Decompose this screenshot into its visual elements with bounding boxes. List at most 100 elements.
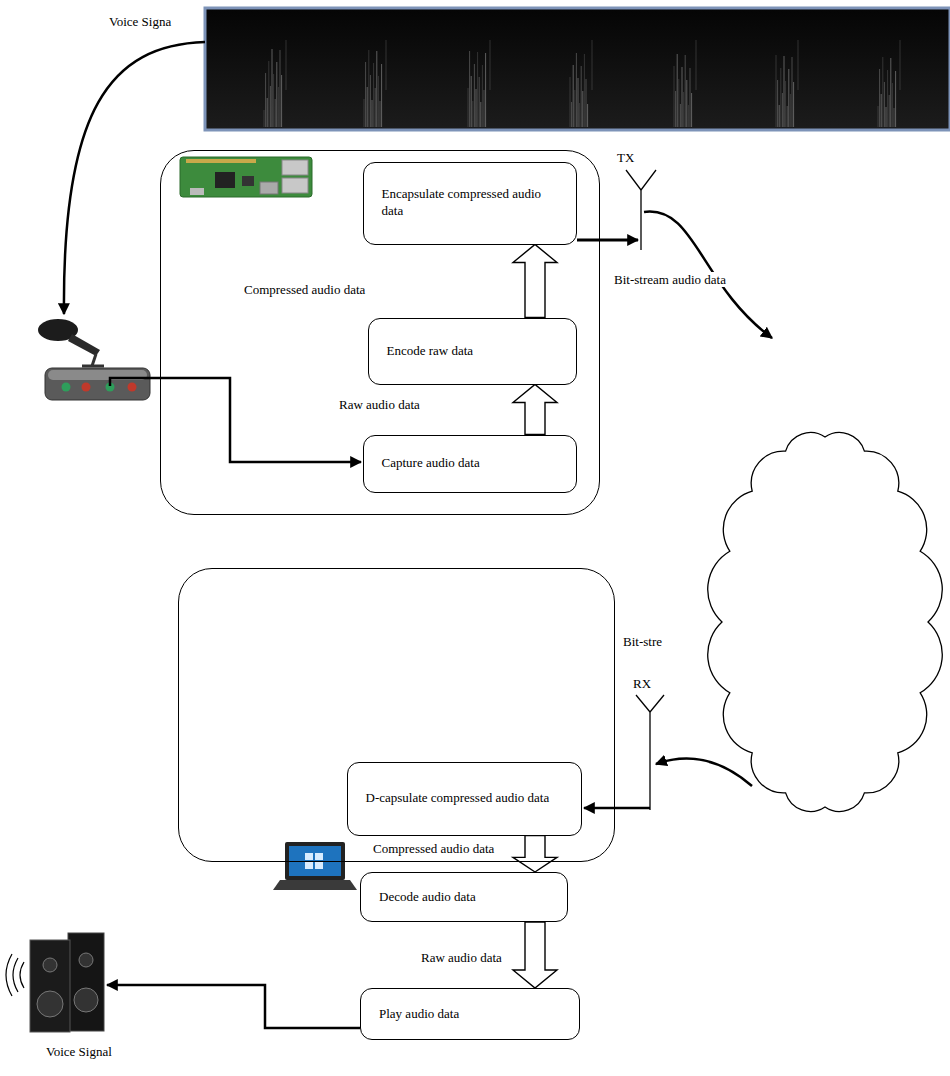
antenna-arm xyxy=(641,170,656,190)
tweeter xyxy=(79,953,93,967)
spectrogram-streak xyxy=(592,40,593,90)
signal-label: Voice Signa xyxy=(108,14,172,29)
spectrogram-streak xyxy=(264,110,265,127)
spectrogram-streak xyxy=(482,65,483,127)
spectrogram-streak xyxy=(386,40,387,90)
spectrogram-streak xyxy=(674,66,675,127)
data-label: Compressed audio data xyxy=(243,282,366,297)
box-text: Capture audio data xyxy=(382,455,480,472)
laptop-base xyxy=(273,880,357,890)
box-text: Encode raw data xyxy=(387,343,474,360)
spectrogram-streak xyxy=(370,75,371,127)
spectrogram-streak xyxy=(788,69,789,127)
ethernet-port xyxy=(260,182,278,194)
process-box: Encode raw data xyxy=(368,318,577,385)
spectrogram-streak xyxy=(270,86,271,127)
spectrogram-streak xyxy=(378,76,379,127)
mic-stand xyxy=(82,365,104,368)
spectrogram-streak xyxy=(900,40,901,90)
spectrogram-streak xyxy=(682,67,683,127)
spectrogram-streak xyxy=(784,56,785,127)
device-container: D-capsulate compressed audio data xyxy=(178,568,615,862)
audio-jack xyxy=(128,383,137,392)
spectrogram-streak xyxy=(281,75,282,127)
spectrogram-streak xyxy=(265,73,266,127)
windows-logo xyxy=(305,862,313,869)
speakers xyxy=(6,933,104,1032)
speaker-cabinet xyxy=(30,940,70,1032)
box-text: Encapsulate compressed audio data xyxy=(382,186,562,220)
spectrogram-streak xyxy=(367,87,368,127)
spectrogram-streak xyxy=(892,83,893,127)
spectrogram-streak xyxy=(368,50,369,127)
network-cloud xyxy=(708,433,943,812)
spectrogram-streak xyxy=(380,101,381,127)
chip xyxy=(242,176,254,186)
spectrogram-streak xyxy=(584,54,585,127)
usb-port xyxy=(282,160,308,175)
tx-feed-arrow xyxy=(577,239,638,242)
spectrogram-streak xyxy=(691,93,692,127)
spectrogram-streak xyxy=(792,57,793,127)
woofer xyxy=(37,991,63,1017)
spectrogram-streak xyxy=(280,50,281,127)
spectrogram-streak xyxy=(490,40,491,90)
rx-antenna xyxy=(636,695,664,810)
microphone xyxy=(38,319,104,366)
spectrogram-streak xyxy=(793,82,794,127)
sound-card xyxy=(45,368,150,400)
spectrogram-streak xyxy=(878,106,879,127)
spectrogram-streak xyxy=(471,76,472,127)
spectrogram-streak xyxy=(685,55,686,127)
antenna-label: RX xyxy=(632,676,652,691)
spectrogram-streak xyxy=(579,103,580,127)
spectrogram-streak xyxy=(477,52,478,127)
spectrogram-streak xyxy=(469,51,470,127)
spectrogram-streak xyxy=(798,40,799,90)
process-box: D-capsulate compressed audio data xyxy=(347,762,582,836)
spectrogram-streak xyxy=(678,79,679,127)
spectrogram-streak xyxy=(785,81,786,127)
spectrogram-streak xyxy=(581,66,582,127)
bitstream-arrow xyxy=(656,759,752,786)
block-arrow xyxy=(513,385,557,435)
antenna-arm xyxy=(636,695,650,712)
tweeter xyxy=(43,958,57,972)
spectrogram-frame xyxy=(205,8,950,130)
audio-wire xyxy=(110,378,361,462)
spectrogram-streak xyxy=(272,49,273,127)
mic-handle xyxy=(68,334,100,356)
antenna-label: TX xyxy=(616,150,635,165)
spectrogram-streak xyxy=(267,98,268,127)
spectrogram-streak xyxy=(881,94,882,127)
spectrogram-streak xyxy=(485,53,486,127)
spectrogram-streak xyxy=(884,82,885,127)
windows-logo xyxy=(305,853,313,860)
spectrogram-streak xyxy=(472,101,473,127)
spectrogram-streak xyxy=(777,80,778,127)
spectrogram-streak xyxy=(696,40,697,90)
spectrogram-streak xyxy=(278,87,279,127)
antenna-arm xyxy=(650,695,664,712)
spectrogram-streak xyxy=(787,106,788,127)
spectrogram-streak xyxy=(375,88,376,127)
speaker-cabinet xyxy=(68,933,104,1031)
spectrogram-streak xyxy=(275,99,276,127)
usb-port xyxy=(282,178,308,193)
mic-stand xyxy=(92,354,96,366)
windows-logo xyxy=(315,862,323,869)
spectrogram-streak xyxy=(582,91,583,127)
spectrogram-streak xyxy=(578,78,579,127)
spectrogram-streak xyxy=(574,90,575,127)
spectrogram-streak xyxy=(573,65,574,127)
spectrogram-streak xyxy=(686,80,687,127)
spectrogram-streak xyxy=(894,108,895,127)
block-arrow xyxy=(513,922,557,988)
spectrogram-streak xyxy=(690,68,691,127)
spectrogram-streak xyxy=(688,105,689,127)
spectrogram-streak xyxy=(675,91,676,127)
spectrogram-streak xyxy=(890,58,891,127)
spectrogram-streak xyxy=(484,90,485,127)
spectrogram-streak xyxy=(381,64,382,127)
